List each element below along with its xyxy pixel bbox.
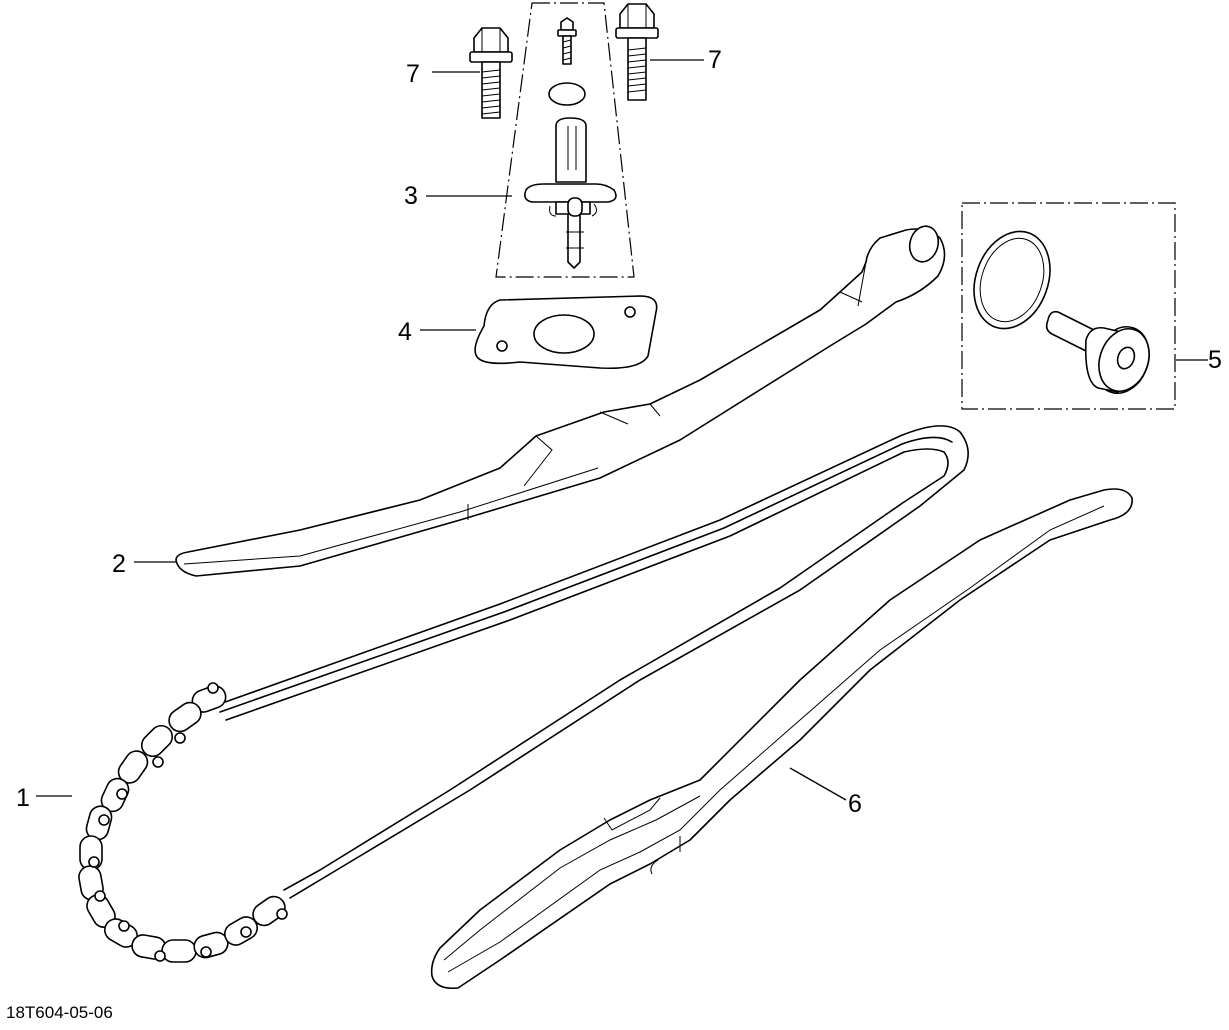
guide-pin-group-box bbox=[961, 202, 1176, 410]
tensioner-guide bbox=[175, 225, 946, 577]
callout-3: 3 bbox=[404, 182, 418, 210]
leader-lines bbox=[36, 59, 1208, 801]
bolt-right bbox=[615, 3, 659, 101]
callout-4: 4 bbox=[398, 318, 412, 346]
tensioner-group-box bbox=[495, 2, 635, 278]
chain-guide bbox=[430, 488, 1133, 990]
timing-chain bbox=[78, 425, 969, 963]
callout-7-left: 7 bbox=[406, 60, 420, 88]
callout-1: 1 bbox=[16, 784, 30, 812]
guide-pin-kit bbox=[973, 230, 1150, 394]
bolt-left bbox=[469, 27, 513, 119]
figure-reference-code: 18T604-05-06 bbox=[6, 1003, 113, 1022]
callout-2: 2 bbox=[112, 550, 126, 578]
chain-links bbox=[78, 682, 288, 963]
tensioner-assembly bbox=[524, 17, 617, 269]
callout-5: 5 bbox=[1208, 346, 1222, 374]
gasket bbox=[474, 295, 658, 370]
callout-6: 6 bbox=[848, 790, 862, 818]
callout-7-right: 7 bbox=[708, 46, 722, 74]
